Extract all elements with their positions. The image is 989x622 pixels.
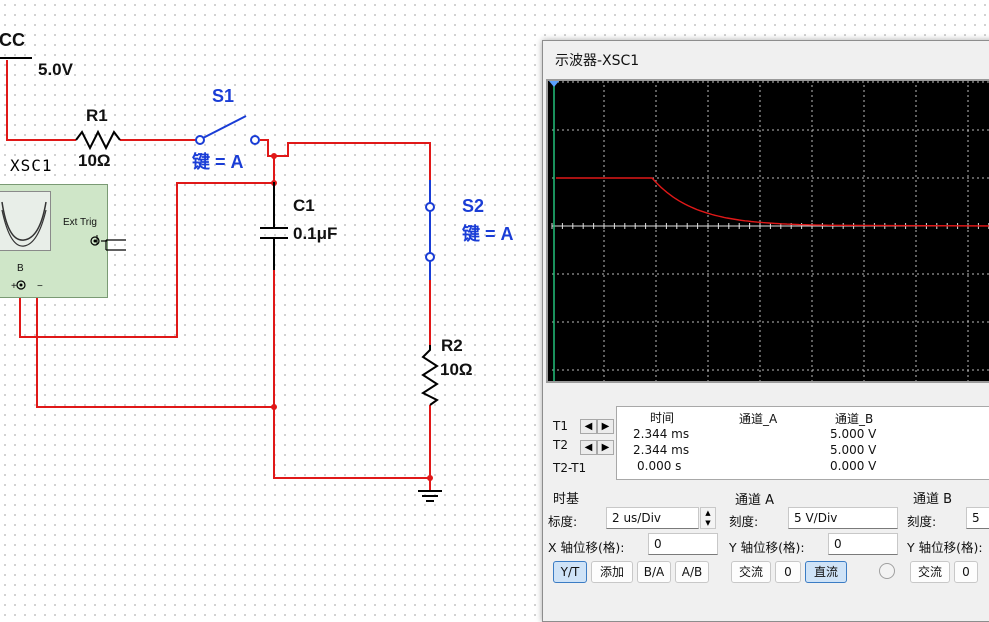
t2t1-channel-b-value: 0.000 V <box>830 459 877 473</box>
wire-node-xsc-plus <box>19 182 274 338</box>
r1-name: R1 <box>86 106 108 125</box>
oscilloscope-display[interactable] <box>546 79 989 383</box>
channel-b-trace <box>556 177 989 227</box>
timebase-scale-field[interactable]: 2 us/Div <box>606 507 699 529</box>
capacitor-c1 <box>260 182 288 270</box>
channel-a-title: 通道 A <box>735 493 775 508</box>
wire-s1-node <box>260 139 431 180</box>
switch-s2 <box>425 180 435 280</box>
timebase-scale-label: 标度: <box>548 514 578 529</box>
minus-label: − <box>37 281 43 292</box>
c1-value: 0.1μF <box>293 224 338 243</box>
cursor-readout-panel: T1 ◀ ▶ T2 ◀ ▶ T2-T1 时间 通道_A 通道_B 2.344 m… <box>546 406 989 480</box>
t2t1-label: T2-T1 <box>553 461 587 475</box>
t2-time-value: 2.344 ms <box>633 443 690 457</box>
channel-a-zero-button[interactable]: 0 <box>775 561 801 583</box>
x-position-field[interactable]: 0 <box>648 533 718 555</box>
t1-time-value: 2.344 ms <box>633 427 690 441</box>
s2-name: S2 <box>462 196 485 216</box>
ab-mode-button[interactable]: A/B <box>675 561 709 583</box>
channel-b-ac-button[interactable]: 交流 <box>910 561 950 583</box>
xsc-terminals <box>16 235 107 290</box>
switch-s1 <box>195 115 260 145</box>
s1-name: S1 <box>212 86 235 106</box>
vcc-label: CC <box>0 30 25 50</box>
vcc-value: 5.0V <box>38 60 73 79</box>
channel-a-scale-label: 刻度: <box>729 514 759 529</box>
s2-key: 键 = A <box>462 224 514 244</box>
yt-mode-button[interactable]: Y/T <box>553 561 587 583</box>
channel-a-dc-button[interactable]: 直流 <box>805 561 847 583</box>
channel-a-scale-field[interactable]: 5 V/Div <box>788 507 898 529</box>
ba-mode-button[interactable]: B/A <box>637 561 671 583</box>
channel-b-scale-field[interactable]: 5 <box>966 507 989 529</box>
wire-r2-gnd-c1 <box>273 270 431 479</box>
oscilloscope-window[interactable]: 示波器-XSC1 T1 ◀ ▶ T2 ◀ ▶ T2-T1 时间 通道_A 通道_… <box>542 40 989 622</box>
channel-b-title: 通道 B <box>913 492 953 507</box>
channel-a-y-position-field[interactable]: 0 <box>828 533 898 555</box>
c1-name: C1 <box>293 196 315 215</box>
t2-right-arrow-button[interactable]: ▶ <box>597 440 614 455</box>
t2-channel-b-value: 5.000 V <box>830 443 877 457</box>
channel-b-scale-label: 刻度: <box>907 514 937 529</box>
channel-a-indicator <box>879 563 895 579</box>
junction-dot <box>427 475 433 481</box>
col-channel-b-header: 通道_B <box>835 412 874 426</box>
channel-a-ac-button[interactable]: 交流 <box>731 561 771 583</box>
t2-label: T2 <box>553 438 568 452</box>
junction-dot <box>271 153 277 159</box>
ext-trig-label: Ext Trig <box>63 217 97 228</box>
channel-b-zero-button[interactable]: 0 <box>954 561 978 583</box>
plus-label: + <box>11 281 17 292</box>
channel-a-y-position-label: Y 轴位移(格): <box>729 540 805 555</box>
ground-icon <box>418 490 442 502</box>
window-title: 示波器-XSC1 <box>555 53 640 69</box>
wire-xsc-minus <box>36 290 274 408</box>
t1-label: T1 <box>553 419 568 433</box>
col-time-header: 时间 <box>650 411 675 425</box>
timebase-scale-spinner[interactable]: ▲▼ <box>700 507 716 529</box>
resistor-r2 <box>420 345 439 406</box>
t2t1-time-value: 0.000 s <box>637 459 682 473</box>
xsc-name: XSC1 <box>10 156 53 175</box>
t2-left-arrow-button[interactable]: ◀ <box>580 440 597 455</box>
t1-right-arrow-button[interactable]: ▶ <box>597 419 614 434</box>
cursor-t1-marker <box>549 81 559 87</box>
s1-key: 键 = A <box>192 152 244 172</box>
r2-value: 10Ω <box>440 360 473 379</box>
t1-left-arrow-button[interactable]: ◀ <box>580 419 597 434</box>
ext-trig-wire <box>105 239 126 251</box>
channel-b-y-position-label: Y 轴位移(格): <box>907 540 983 555</box>
readout-table: 时间 通道_A 通道_B 2.344 ms 5.000 V 2.344 ms 5… <box>616 406 989 480</box>
r1-value: 10Ω <box>78 151 111 170</box>
wire-vcc-r1 <box>6 60 76 141</box>
x-position-label: X 轴位移(格): <box>548 540 625 555</box>
oscilloscope-screen-icon <box>0 191 51 251</box>
col-channel-a-header: 通道_A <box>739 412 778 426</box>
resistor-r1 <box>75 129 121 151</box>
junction-dot <box>271 404 277 410</box>
add-mode-button[interactable]: 添加 <box>591 561 633 583</box>
timebase-title: 时基 <box>553 492 580 507</box>
r2-name: R2 <box>441 336 463 355</box>
oscilloscope-symbol[interactable]: Ext Trig B + − <box>0 184 108 298</box>
channel-b-label: B <box>17 263 24 274</box>
t1-channel-b-value: 5.000 V <box>830 427 877 441</box>
